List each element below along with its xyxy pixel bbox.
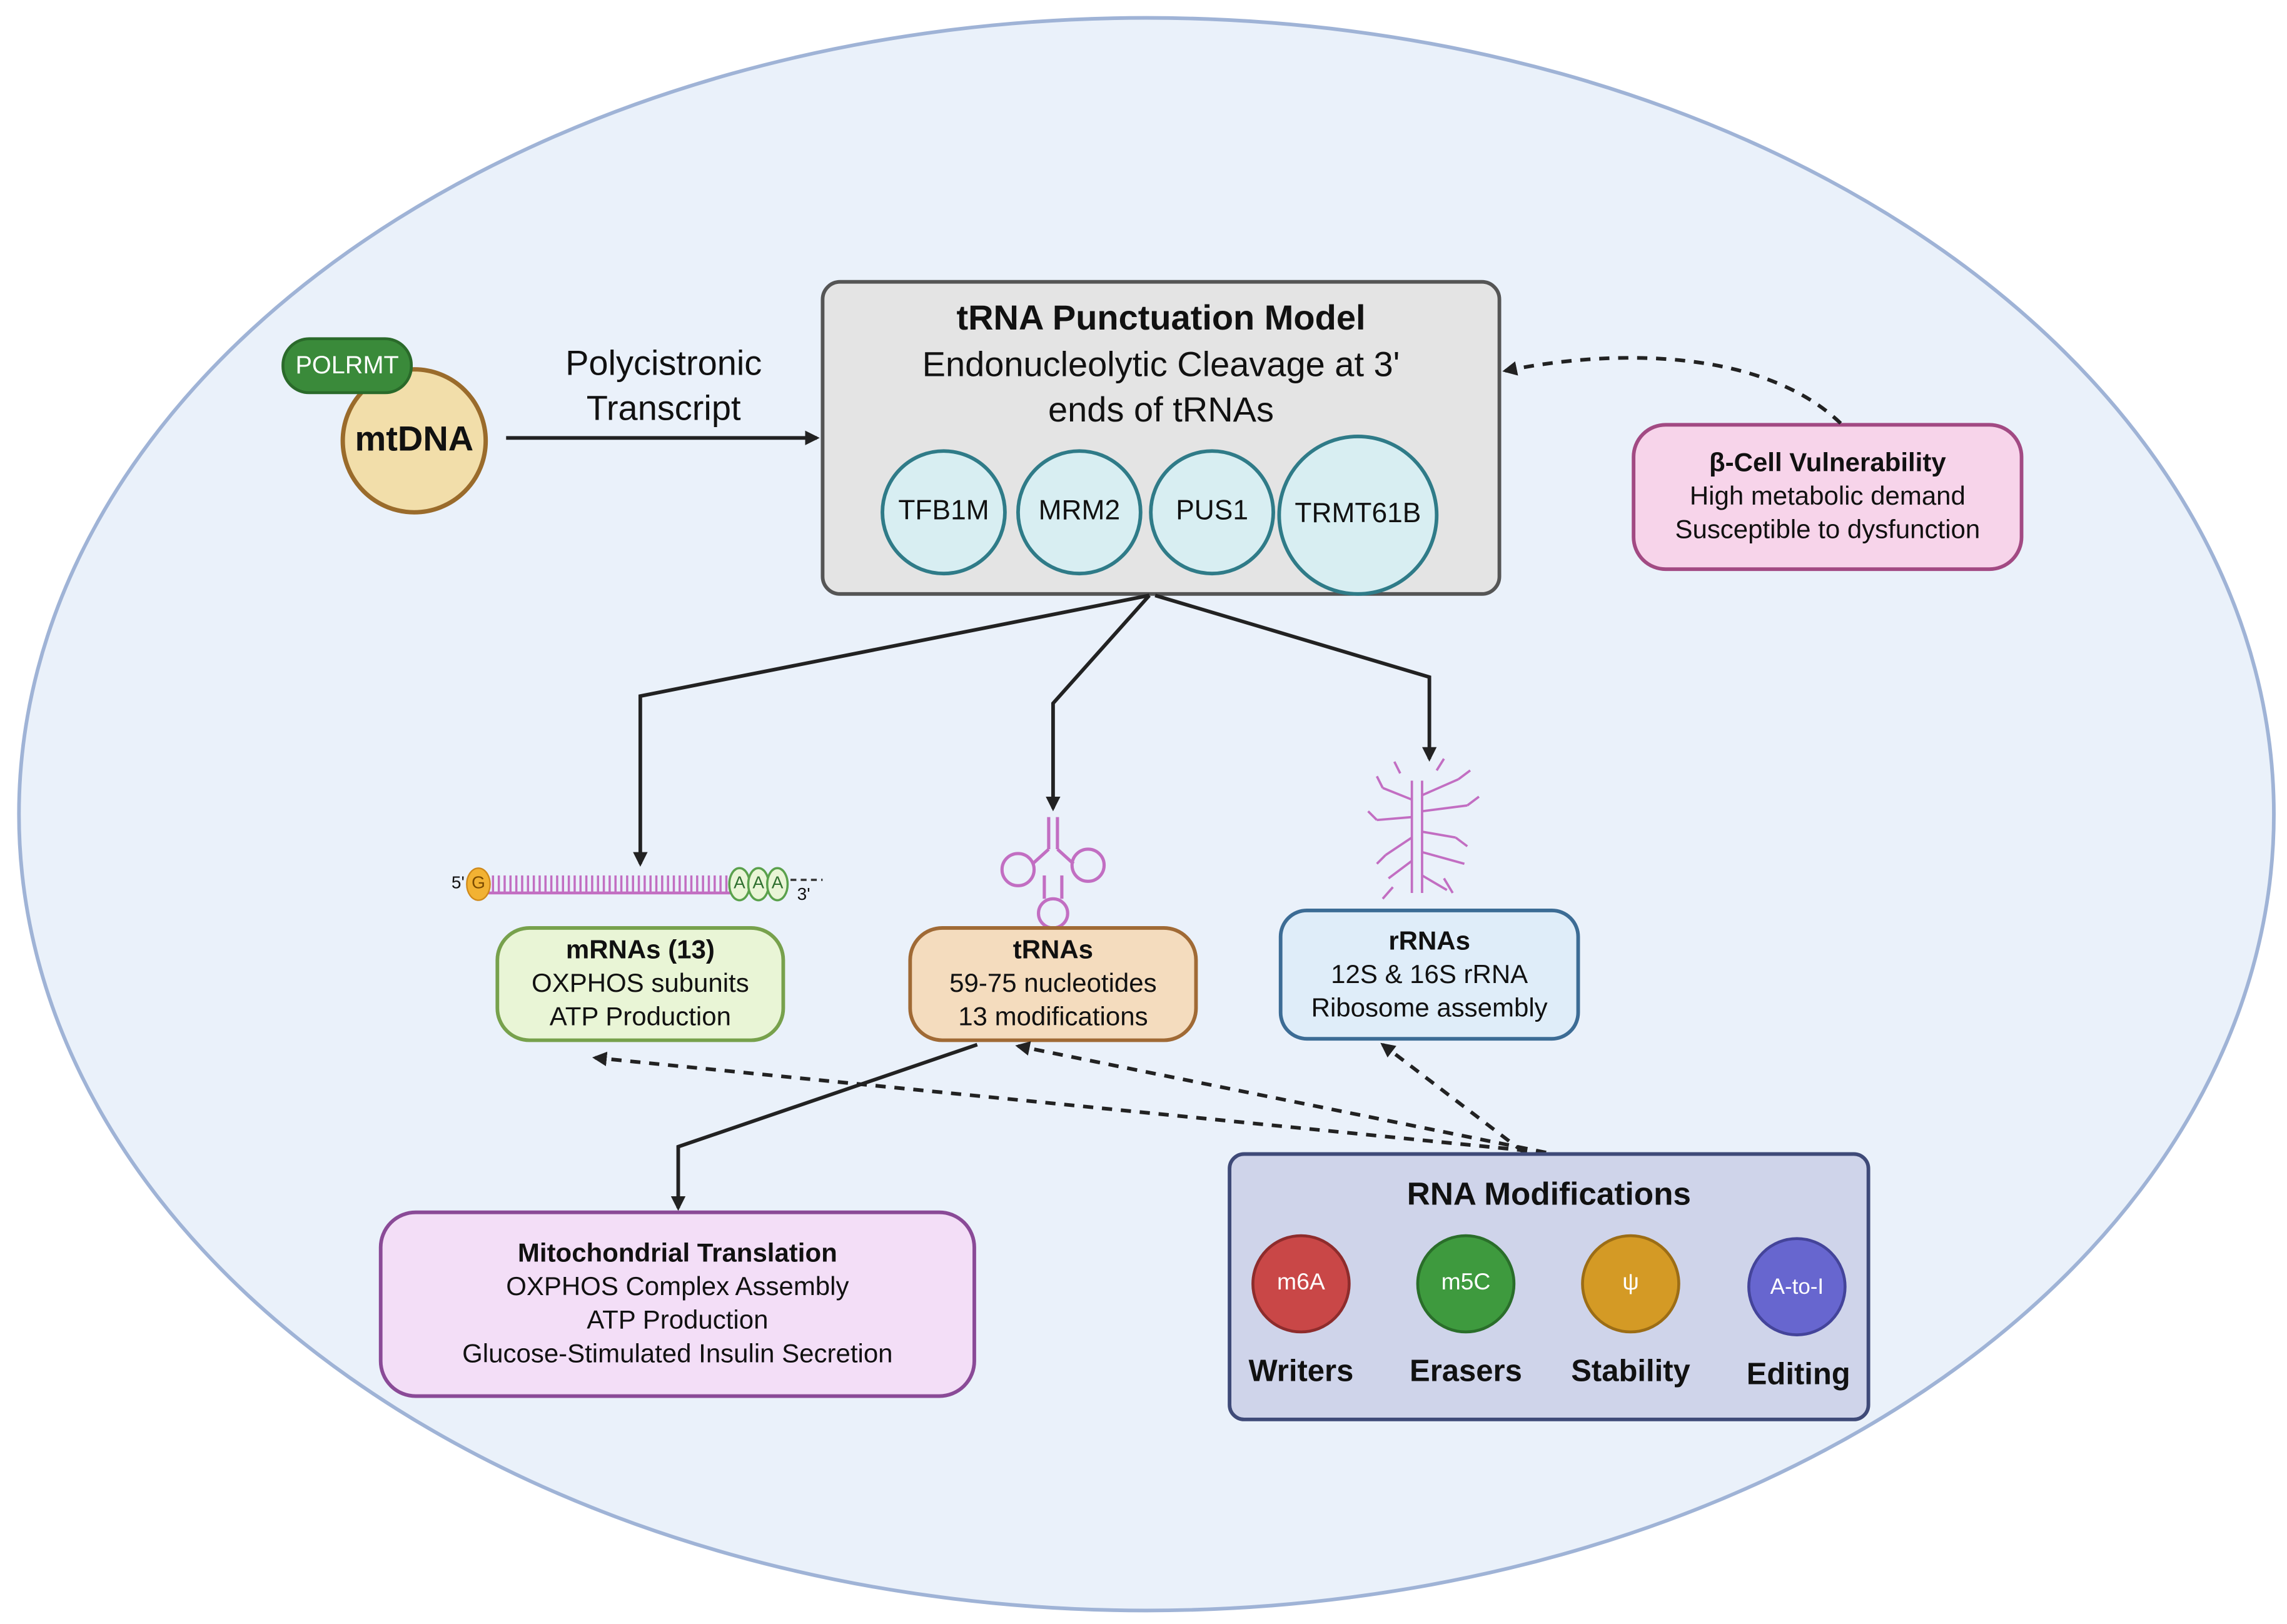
polya-tail-3 xyxy=(766,867,789,902)
mod-node-atoi[interactable] xyxy=(1747,1237,1847,1336)
mod-symbol-m6a: m6A xyxy=(1277,1270,1325,1296)
trna-line-2: 13 modifications xyxy=(958,1002,1148,1031)
enzyme-node-tfb1m[interactable] xyxy=(881,449,1007,576)
polya-label-3: A xyxy=(771,872,784,893)
model-subtitle-line-1: Endonucleolytic Cleavage at 3' xyxy=(922,345,1400,385)
enzyme-label-trmt61b: TRMT61B xyxy=(1295,498,1421,530)
trna-title: tRNAs xyxy=(1012,935,1094,964)
mod-node-m6a[interactable] xyxy=(1251,1234,1351,1334)
enzyme-label-tfb1m: TFB1M xyxy=(898,495,989,527)
mod-category-editing: Editing xyxy=(1746,1358,1850,1392)
mrna-three-prime-label: 3' xyxy=(797,884,810,905)
rrna-text: rRNAs 12S & 16S rRNA Ribosome assembly xyxy=(1281,910,1578,1038)
translation-line-1: OXPHOS Complex Assembly xyxy=(506,1271,849,1301)
enzyme-node-pus1[interactable] xyxy=(1149,449,1275,576)
polya-label-1: A xyxy=(734,872,745,893)
polrmt-badge[interactable] xyxy=(281,337,413,395)
model-subtitle-line-2: ends of tRNAs xyxy=(1048,391,1274,431)
beta-cell-text: β-Cell Vulnerability High metabolic dema… xyxy=(1633,425,2021,569)
mrna-title: mRNAs (13) xyxy=(565,935,715,964)
mod-arrow-to-trna xyxy=(1015,1041,1547,1154)
polya-label-2: A xyxy=(752,872,765,893)
beta-cell-box[interactable] xyxy=(1632,423,2024,572)
mrna-line-2: ATP Production xyxy=(549,1002,731,1031)
enzyme-node-mrm2[interactable] xyxy=(1016,449,1143,576)
mrna-five-prime-label: 5' xyxy=(451,872,465,893)
mrna-line-1: OXPHOS subunits xyxy=(532,968,749,998)
model-title: tRNA Punctuation Model xyxy=(956,299,1366,339)
mod-symbol-psi: ψ xyxy=(1622,1270,1639,1296)
mod-symbol-atoi: A-to-I xyxy=(1770,1274,1824,1299)
mrna-strand-icon xyxy=(466,867,823,902)
rrna-box[interactable] xyxy=(1278,909,1580,1041)
translation-text: Mitochondrial Translation OXPHOS Complex… xyxy=(381,1212,974,1396)
mrna-cap-label: G xyxy=(472,872,485,893)
rna-modifications-box[interactable] xyxy=(1228,1152,1870,1421)
transcript-label-line-1: Polycistronic xyxy=(565,344,762,384)
transcript-label: Polycistronic Transcript xyxy=(518,341,809,432)
enzyme-label-pus1: PUS1 xyxy=(1176,495,1249,527)
mod-symbol-m5c: m5C xyxy=(1441,1270,1491,1296)
mrna-text: mRNAs (13) OXPHOS subunits ATP Productio… xyxy=(497,927,783,1040)
mrna-cap xyxy=(466,867,491,901)
transcript-label-line-2: Transcript xyxy=(586,389,741,429)
arrow-to-rrna xyxy=(1154,593,1437,762)
modifications-title: RNA Modifications xyxy=(1406,1175,1691,1213)
trna-text: tRNAs 59-75 nucleotides 13 modifications xyxy=(910,927,1196,1040)
mtdna-label: mtDNA xyxy=(355,420,474,460)
beta-cell-line-1: High metabolic demand xyxy=(1689,481,1966,511)
beta-cell-feedback-arrow xyxy=(1502,356,1842,425)
mrna-box[interactable] xyxy=(495,926,785,1042)
beta-cell-line-2: Susceptible to dysfunction xyxy=(1675,515,1981,544)
mod-category-erasers: Erasers xyxy=(1410,1354,1522,1389)
rrna-title: rRNAs xyxy=(1388,925,1470,955)
rrna-structure-icon xyxy=(1367,758,1480,900)
model-heading: tRNA Punctuation Model Endonucleolytic C… xyxy=(822,296,1499,433)
beta-cell-title: β-Cell Vulnerability xyxy=(1709,448,1946,477)
translation-line-2: ATP Production xyxy=(587,1305,769,1335)
mod-node-m5c[interactable] xyxy=(1416,1234,1516,1334)
mod-category-stability: Stability xyxy=(1571,1354,1690,1389)
mod-node-psi[interactable] xyxy=(1581,1234,1680,1334)
rrna-line-1: 12S & 16S rRNA xyxy=(1331,959,1528,989)
trna-cloverleaf-icon xyxy=(1000,817,1106,930)
mod-arrow-to-mrna xyxy=(592,1051,1547,1154)
mod-category-writers: Writers xyxy=(1248,1354,1354,1389)
enzyme-label-mrm2: MRM2 xyxy=(1038,495,1121,527)
rrna-line-2: Ribosome assembly xyxy=(1311,992,1548,1022)
trna-box[interactable] xyxy=(908,926,1198,1042)
arrow-to-mrna xyxy=(633,593,1150,867)
mtdna-node[interactable] xyxy=(340,367,488,515)
arrow-to-trna xyxy=(1046,594,1151,812)
polrmt-label: POLRMT xyxy=(295,350,399,379)
translation-title: Mitochondrial Translation xyxy=(517,1238,837,1268)
translation-box[interactable] xyxy=(378,1210,976,1398)
arrow-to-translation xyxy=(670,1042,978,1211)
trna-line-1: 59-75 nucleotides xyxy=(949,968,1157,998)
translation-line-3: Glucose-Stimulated Insulin Secretion xyxy=(462,1339,893,1368)
enzyme-node-trmt61b[interactable] xyxy=(1277,435,1439,596)
